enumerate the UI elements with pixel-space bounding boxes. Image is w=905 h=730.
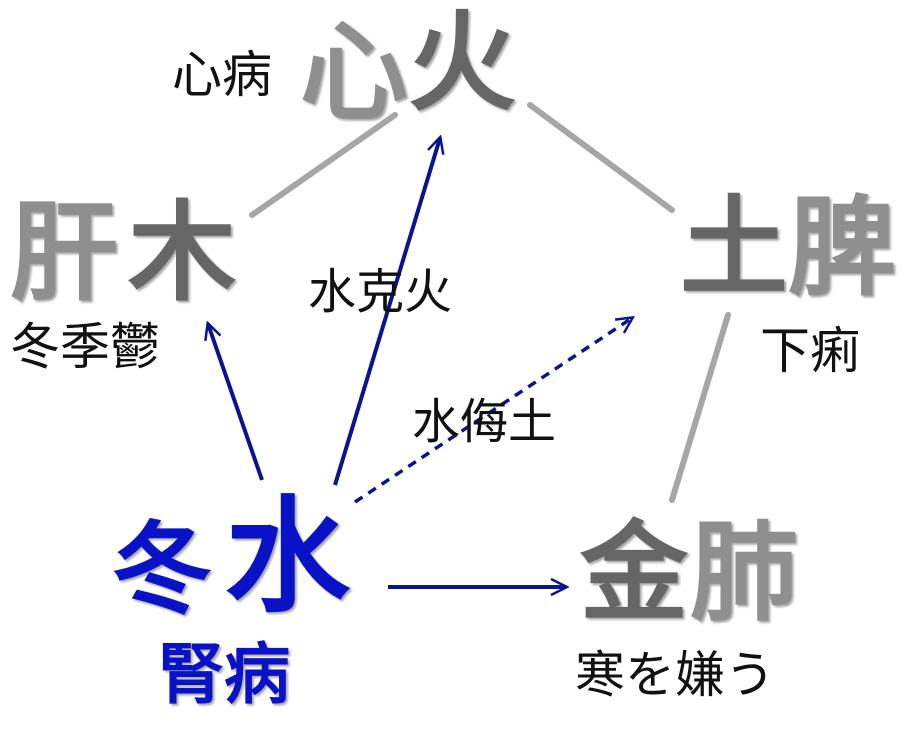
element-fire: 火 bbox=[408, 1, 517, 126]
organ-lung: 肺 bbox=[690, 511, 799, 636]
organ-heart: 心 bbox=[300, 11, 409, 136]
cycle-line-fire-earth bbox=[527, 102, 675, 213]
organ-liver: 肝 bbox=[10, 191, 119, 316]
cycle-line-wood-fire bbox=[249, 112, 398, 218]
element-wood: 木 bbox=[128, 191, 237, 316]
relation-water-overcomes-fire: 水克火 bbox=[308, 264, 453, 320]
note-heart-disease: 心病 bbox=[172, 46, 272, 104]
element-water: 水 bbox=[225, 485, 350, 630]
season-winter: 冬 bbox=[112, 511, 212, 628]
organ-spleen: 脾 bbox=[788, 186, 897, 311]
element-metal: 金 bbox=[580, 511, 689, 636]
cycle-line-earth-metal bbox=[669, 312, 731, 503]
arrow-water-to-wood bbox=[208, 324, 264, 481]
arrow-water-to-earth-dashed bbox=[354, 318, 632, 504]
note-kidney-disease: 腎病 bbox=[158, 636, 290, 713]
arrow-water-to-fire bbox=[333, 138, 440, 486]
note-diarrhea: 下痢 bbox=[760, 322, 860, 380]
note-dislikes-cold: 寒を嫌う bbox=[575, 646, 775, 704]
element-earth: 土 bbox=[680, 186, 789, 311]
relation-water-insults-earth: 水侮土 bbox=[412, 394, 557, 450]
note-winter-depression: 冬季鬱 bbox=[10, 318, 160, 376]
